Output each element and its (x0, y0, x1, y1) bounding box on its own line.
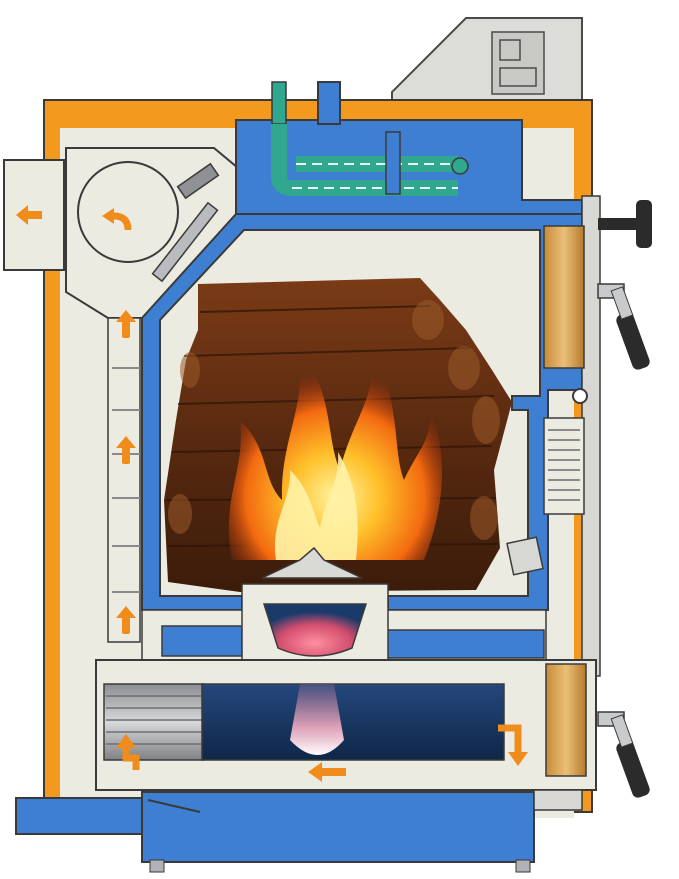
flue-housing (391, 17, 583, 109)
rear-flue-channel (107, 310, 141, 643)
flow-arrow-icon (16, 205, 42, 225)
heat-exchanger-coil (271, 124, 469, 196)
secondary-combustion-duct (201, 683, 505, 761)
flow-arrow-icon (102, 208, 132, 231)
flow-arrow-icon (308, 762, 346, 782)
exhaust-outlet (3, 159, 65, 271)
flow-arrow-icon (498, 724, 528, 766)
lever-handle-icon (597, 283, 650, 370)
knob-handle-icon (598, 200, 652, 248)
upper-door-insulation (543, 225, 585, 369)
lever-handle-icon (597, 711, 650, 798)
upper-water-jacket (235, 81, 583, 215)
grate-and-burner (241, 546, 389, 661)
flow-arrow-icon (116, 734, 140, 770)
front-panel (506, 195, 601, 677)
lower-door-insulation (545, 663, 587, 777)
flame-icon (228, 350, 443, 560)
lower-flue-section (95, 659, 597, 791)
damper-lever (151, 162, 220, 283)
boiler-base (15, 789, 583, 873)
log-icon (168, 300, 500, 540)
